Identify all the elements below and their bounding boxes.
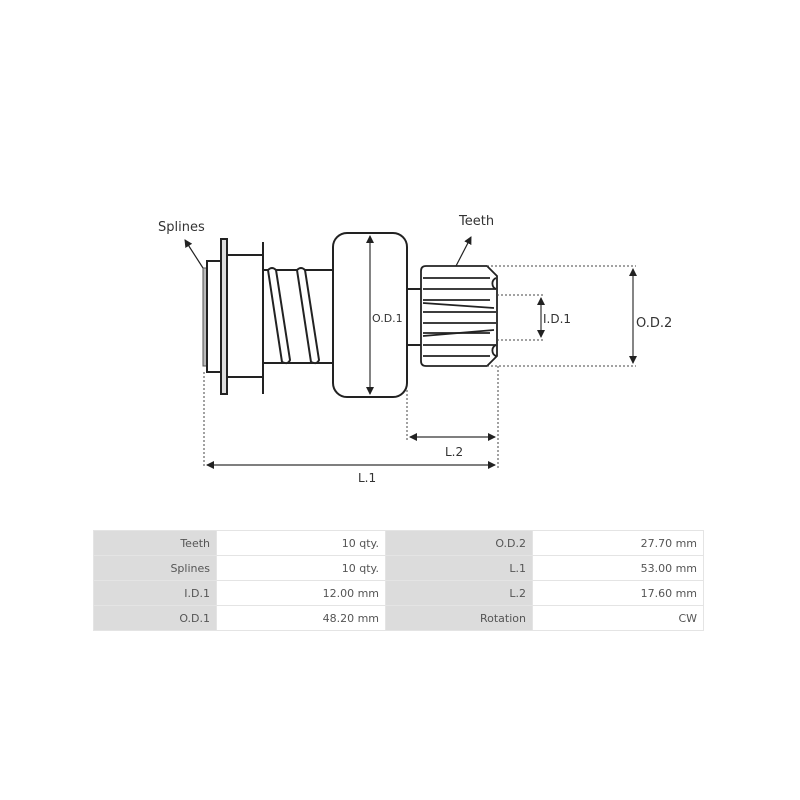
table-row: Teeth 10 qty. O.D.2 27.70 mm <box>94 531 703 555</box>
spec-value: 10 qty. <box>217 556 385 580</box>
spec-value: 17.60 mm <box>533 581 703 605</box>
od2-label: O.D.2 <box>636 316 672 331</box>
spec-value: 48.20 mm <box>217 606 385 630</box>
l1-label: L.1 <box>358 471 376 485</box>
table-row: O.D.1 48.20 mm Rotation CW <box>94 606 703 630</box>
spec-label: Teeth <box>94 531 216 555</box>
splines-callout: Splines <box>158 220 205 235</box>
splines-leader <box>184 239 204 269</box>
specifications-table: Teeth 10 qty. O.D.2 27.70 mm Splines 10 … <box>93 530 704 631</box>
table-row: I.D.1 12.00 mm L.2 17.60 mm <box>94 581 703 605</box>
spec-label: L.1 <box>386 556 532 580</box>
pinion-gear <box>420 265 498 367</box>
spec-value: 53.00 mm <box>533 556 703 580</box>
teeth-leader <box>455 236 472 267</box>
spec-label: Rotation <box>386 606 532 630</box>
spec-value: 10 qty. <box>217 531 385 555</box>
teeth-callout: Teeth <box>458 214 494 229</box>
spec-label: O.D.2 <box>386 531 532 555</box>
od1-label: O.D.1 <box>372 312 403 325</box>
spec-label: I.D.1 <box>94 581 216 605</box>
spec-label: Splines <box>94 556 216 580</box>
spec-value: 27.70 mm <box>533 531 703 555</box>
spec-label: L.2 <box>386 581 532 605</box>
table-row: Splines 10 qty. L.1 53.00 mm <box>94 556 703 580</box>
spec-value: 12.00 mm <box>217 581 385 605</box>
l2-label: L.2 <box>445 445 463 459</box>
spec-label: O.D.1 <box>94 606 216 630</box>
spring-sleeve <box>262 267 334 365</box>
spec-value: CW <box>533 606 703 630</box>
spline-hub <box>202 238 264 395</box>
id1-label: I.D.1 <box>543 312 571 326</box>
starter-drive-diagram: Splines Teeth O.D.1 I.D.1 O.D.2 L.2 L.1 <box>158 214 672 485</box>
